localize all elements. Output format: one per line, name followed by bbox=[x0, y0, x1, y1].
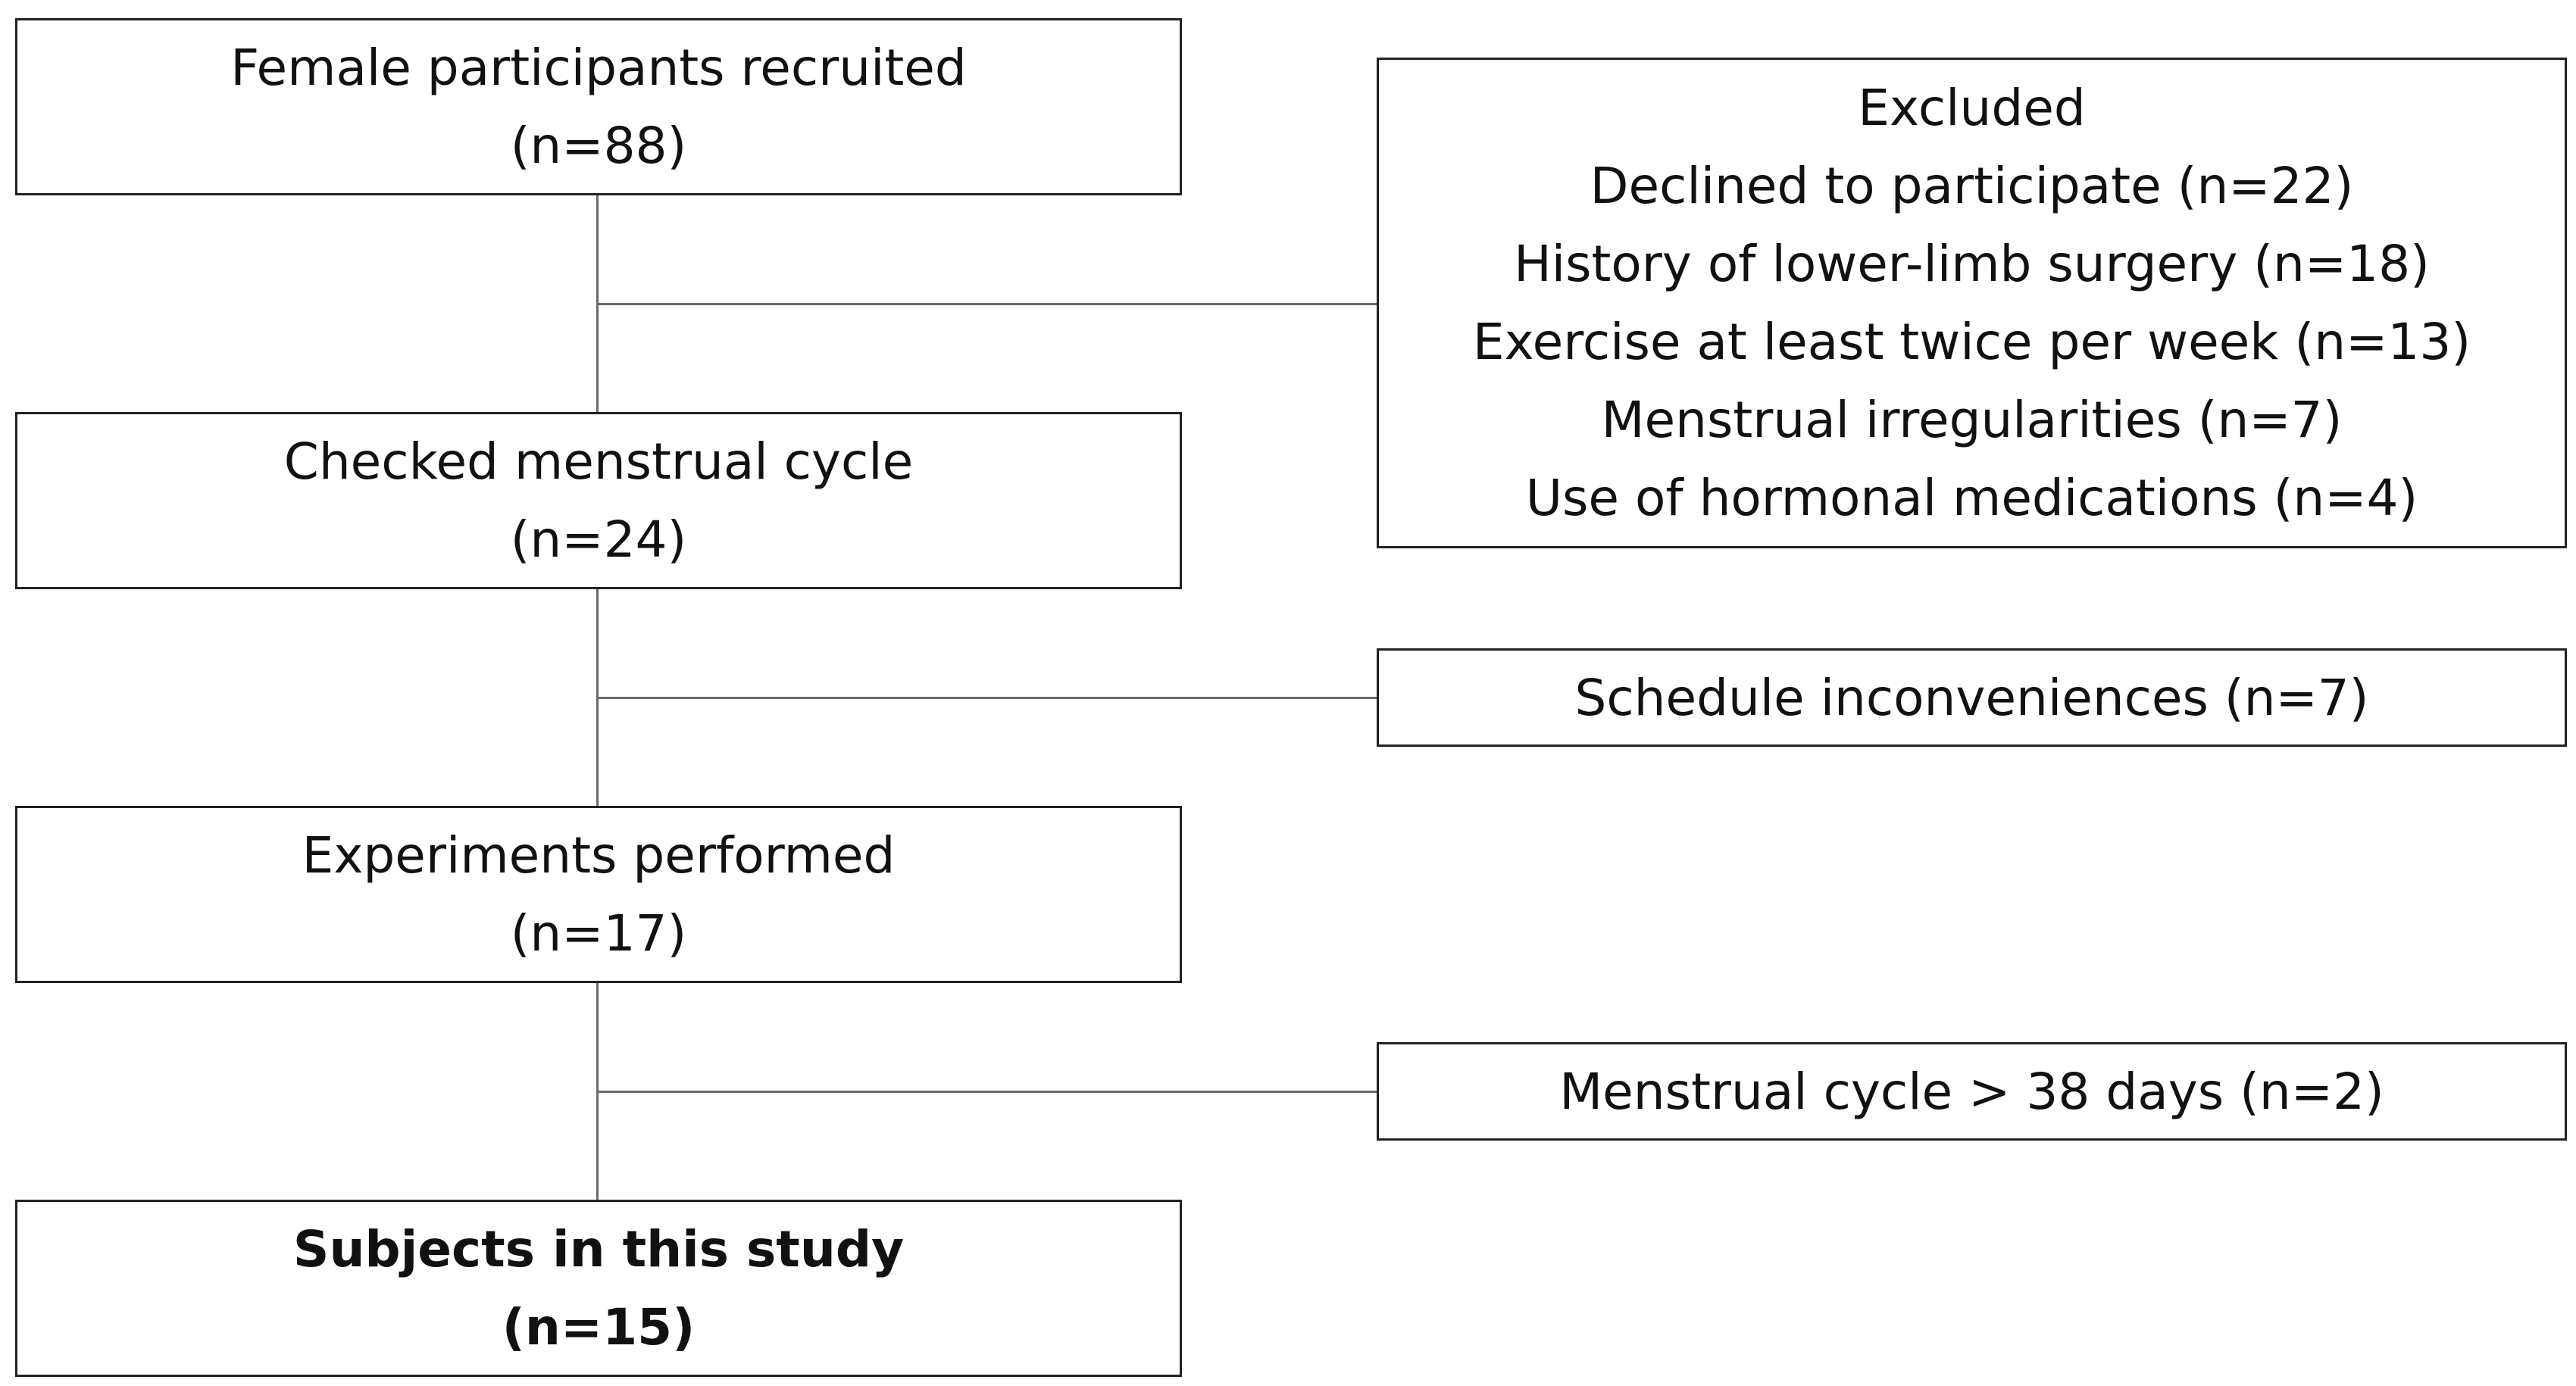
connector-to-exclusion-1 bbox=[596, 303, 1378, 305]
exclusion-box-1: Excluded Declined to participate (n=22) … bbox=[1377, 58, 2567, 548]
step-label: Experiments performed bbox=[302, 826, 896, 885]
step-label: Checked menstrual cycle bbox=[283, 432, 914, 491]
exclusion-reason: Declined to participate (n=22) bbox=[1590, 157, 2354, 215]
step-box-recruited: Female participants recruited (n=88) bbox=[15, 18, 1182, 195]
exclusion-title: Excluded bbox=[1858, 79, 2086, 137]
exclusion-reason: Menstrual irregularities (n=7) bbox=[1601, 391, 2343, 449]
exclusion-reason: Schedule inconveniences (n=7) bbox=[1574, 668, 2369, 727]
exclusion-box-3: Menstrual cycle > 38 days (n=2) bbox=[1377, 1042, 2567, 1141]
exclusion-box-2: Schedule inconveniences (n=7) bbox=[1377, 648, 2567, 747]
exclusion-reason: Use of hormonal medications (n=4) bbox=[1525, 469, 2418, 527]
step-label: Subjects in this study bbox=[292, 1220, 905, 1278]
step-count: (n=17) bbox=[510, 904, 687, 963]
exclusion-reason: Exercise at least twice per week (n=13) bbox=[1472, 313, 2471, 371]
step-box-checked-menstrual-cycle: Checked menstrual cycle (n=24) bbox=[15, 412, 1182, 589]
step-label: Female participants recruited bbox=[230, 39, 967, 97]
step-count: (n=88) bbox=[510, 117, 687, 175]
connector-to-exclusion-3 bbox=[596, 1091, 1378, 1093]
connector-to-exclusion-2 bbox=[596, 697, 1378, 699]
step-box-subjects-in-study: Subjects in this study (n=15) bbox=[15, 1200, 1182, 1377]
step-box-experiments-performed: Experiments performed (n=17) bbox=[15, 806, 1182, 983]
step-count: (n=24) bbox=[510, 510, 687, 569]
exclusion-reason: History of lower-limb surgery (n=18) bbox=[1514, 235, 2430, 293]
step-count: (n=15) bbox=[502, 1298, 696, 1356]
exclusion-reason: Menstrual cycle > 38 days (n=2) bbox=[1559, 1062, 2384, 1121]
